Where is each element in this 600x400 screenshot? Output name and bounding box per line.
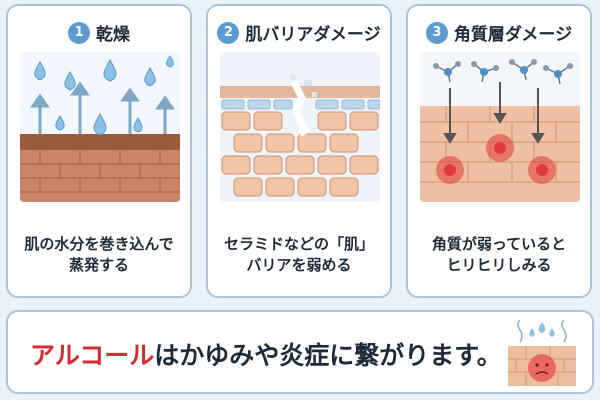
barrier-illustration	[220, 52, 380, 202]
step-number-badge: 3	[425, 21, 448, 44]
desc-line-1: 肌の水分を巻き込んで	[24, 235, 174, 253]
panel-title: 角質層ダメージ	[453, 25, 573, 45]
summary-text: アルコールはかゆみや炎症に繋がります。	[30, 336, 502, 372]
panel-header: 3 角質層ダメージ	[408, 20, 590, 45]
desc-line-1: セラミドなどの「肌」	[223, 235, 374, 253]
inflammation-illustration	[420, 52, 580, 202]
summary-rest: はかゆみや炎症に繋がります。	[154, 341, 502, 370]
panel-description: セラミドなどの「肌」 バリアを弱める	[212, 234, 386, 276]
alcohol-molecules-inflamed-skin-icon	[420, 52, 580, 202]
summary-banner: アルコールはかゆみや炎症に繋がります。	[6, 310, 594, 394]
summary-highlight: アルコール	[30, 341, 155, 370]
panel-description: 肌の水分を巻き込んで 蒸発する	[12, 234, 186, 276]
broken-skin-barrier-icon	[220, 52, 380, 202]
panel-stratum-corneum-damage: 3 角質層ダメージ	[406, 4, 592, 298]
panel-barrier-damage: 2 肌バリアダメージ セラミドなどの「肌」 バリアを弱める	[206, 4, 392, 298]
irritated-skin-face-icon	[508, 319, 576, 386]
step-number-badge: 1	[68, 21, 90, 44]
desc-line-2: 蒸発する	[68, 256, 129, 274]
desc-line-1: 角質が弱っていると	[431, 235, 567, 253]
desc-line-2: ヒリヒリしみる	[446, 256, 552, 274]
panel-title: 乾燥	[96, 25, 130, 45]
step-number-badge: 2	[217, 21, 240, 44]
desc-line-2: バリアを弱める	[246, 256, 352, 274]
panel-dryness: 1 乾燥	[6, 4, 192, 298]
panel-header: 2 肌バリアダメージ	[208, 20, 390, 45]
panel-header: 1 乾燥	[8, 20, 190, 45]
water-drops-evaporating-icon	[20, 52, 180, 202]
panel-title: 肌バリアダメージ	[245, 25, 381, 45]
evaporation-illustration	[20, 52, 180, 202]
panel-description: 角質が弱っていると ヒリヒリしみる	[412, 234, 586, 276]
